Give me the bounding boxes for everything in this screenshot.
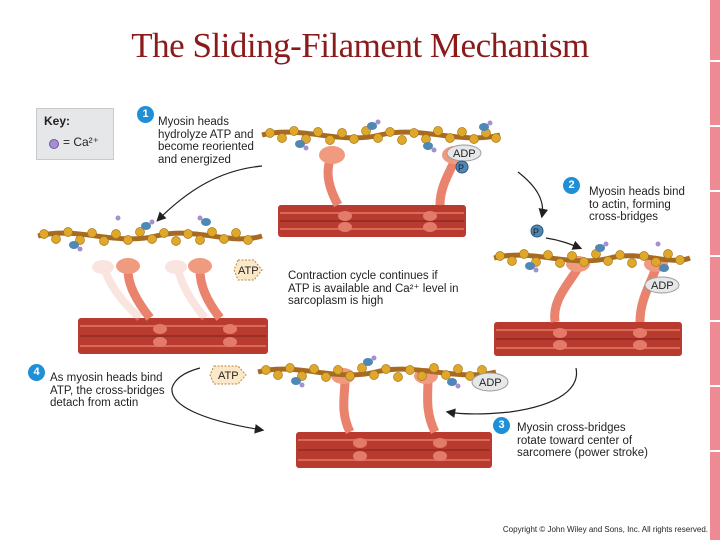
calcium-ions (303, 119, 493, 153)
troponin-complex (295, 122, 489, 150)
step-1-badge: 1 (137, 106, 154, 123)
copyright-notice: Copyright © John Wiley and Sons, Inc. Al… (502, 525, 708, 534)
slide-title: The Sliding-Filament Mechanism (131, 26, 589, 65)
adp-label: ADP (651, 280, 674, 292)
troponin-complex (69, 218, 211, 249)
step-3-badge: 3 (493, 417, 510, 434)
calcium-ions (299, 355, 461, 389)
cycle-arrow-to-2 (545, 237, 583, 250)
released-adp-label: ADP (479, 377, 502, 389)
adp-molecule (644, 276, 680, 294)
step-2-badge: 2 (563, 177, 580, 194)
actin-thin-filament (39, 227, 253, 246)
adp-label: ADP (453, 148, 476, 160)
phosphate-molecule (455, 160, 469, 174)
slide-edge-bar (710, 0, 720, 540)
incoming-atp (209, 365, 247, 385)
step-4-text: As myosin heads bind ATP, the cross-brid… (50, 372, 165, 409)
troponin-complex (525, 244, 669, 272)
incoming-atp-label: ATP (218, 370, 239, 382)
calcium-ion-icon (49, 139, 59, 149)
troponin-complex (291, 358, 457, 386)
calcium-ions (77, 215, 203, 252)
panel-3-bottom (257, 355, 497, 468)
myosin-head (550, 265, 582, 323)
panel-2-right: ADP (493, 241, 691, 356)
released-phosphate-label: P (533, 227, 539, 237)
panel-4-left: ATP (37, 215, 268, 354)
cycle-arrow-to-phosphate (517, 171, 549, 219)
myosin-head (423, 379, 440, 435)
myosin-head (323, 158, 342, 208)
atp-label: ATP (238, 265, 259, 277)
myosin-head (635, 266, 661, 323)
legend-key: Key: = Ca²⁺ (36, 108, 114, 160)
panel-1-top: ADP P (261, 119, 501, 237)
myosin-head (339, 379, 355, 435)
calcium-ions (533, 241, 661, 273)
ghost-myosin-heads (92, 260, 209, 321)
step-2-text: Myosin heads bind to actin, forming cros… (589, 186, 685, 223)
phosphate-label: P (458, 163, 464, 173)
actin-thin-filament (265, 126, 501, 145)
actin-thin-filament (261, 363, 487, 382)
myosin-head (435, 158, 460, 206)
cycle-arrow-3-to-4 (171, 367, 265, 434)
key-title: Key: (44, 114, 71, 128)
atp-molecule (233, 259, 263, 281)
step-3-text: Myosin cross-bridges rotate toward cente… (517, 422, 649, 459)
released-phosphate (530, 224, 544, 238)
cycle-condition-text: Contraction cycle continues if ATP is av… (288, 270, 459, 307)
step-1-text: Myosin heads hydrolyze ATP and become re… (158, 116, 254, 166)
key-entry-calcium: = Ca²⁺ (63, 135, 100, 149)
step-4-badge: 4 (28, 364, 45, 381)
cycle-arrow-1-to-4 (156, 165, 263, 222)
cycle-arrow-2-to-3 (445, 367, 578, 418)
released-adp (471, 372, 509, 392)
